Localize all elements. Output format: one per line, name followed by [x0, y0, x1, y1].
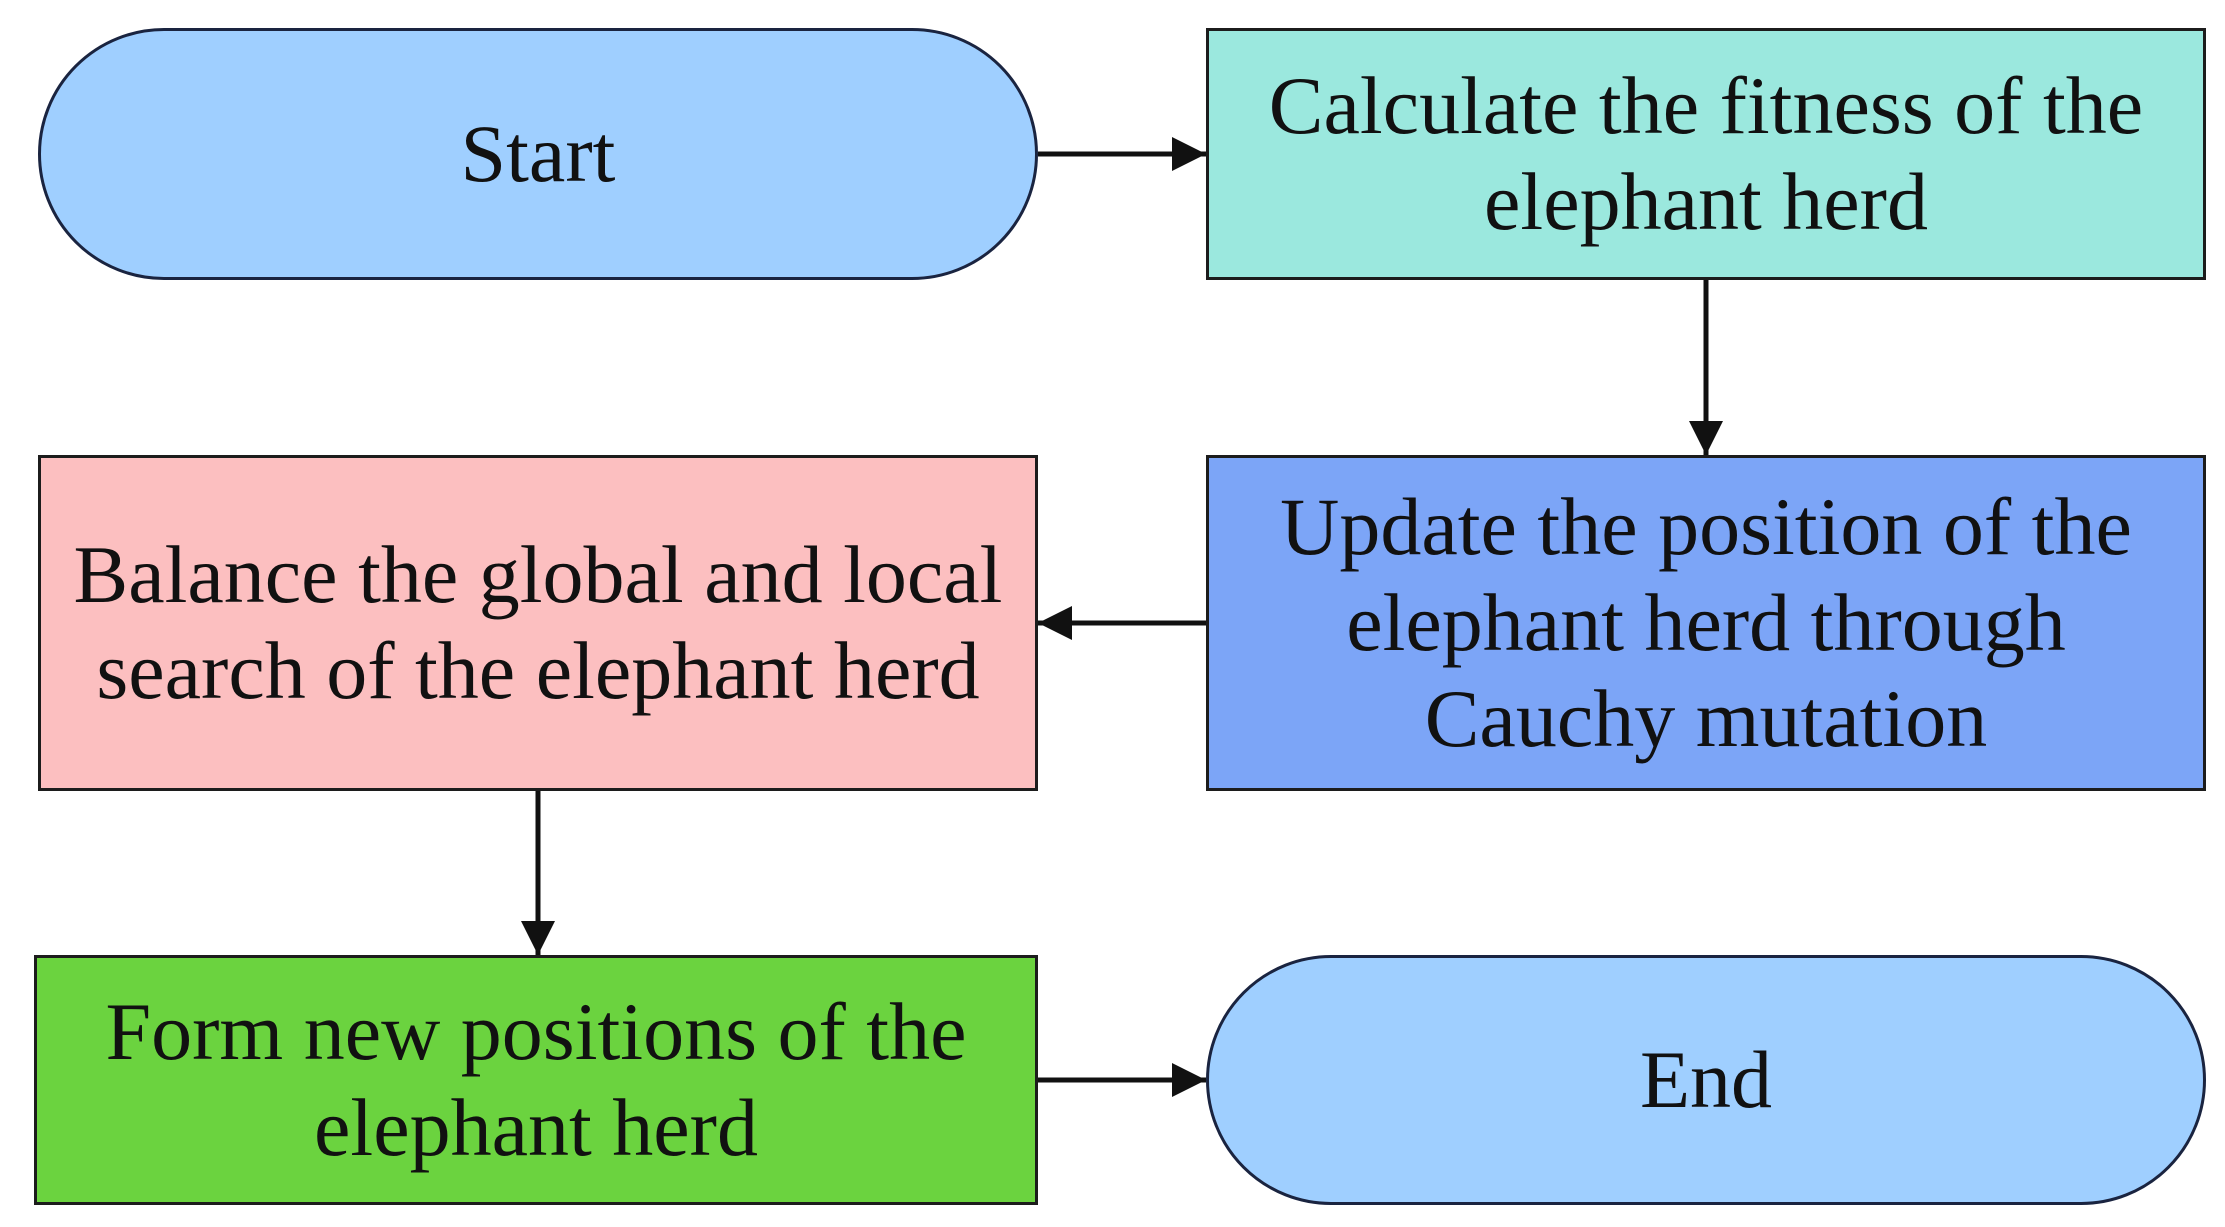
form-new-positions-node: Form new positions of the elephant herd — [34, 955, 1038, 1205]
form-new-positions-node-label: Form new positions of the elephant herd — [105, 986, 967, 1173]
end-node-label: End — [1639, 1034, 1773, 1125]
calculate-fitness-node: Calculate the fitness of the elephant he… — [1206, 28, 2206, 280]
update-position-node: Update the position of the elephant herd… — [1206, 455, 2206, 791]
start-node-label: Start — [460, 108, 616, 199]
balance-search-node: Balance the global and local search of t… — [38, 455, 1038, 791]
calculate-fitness-node-label: Calculate the fitness of the elephant he… — [1268, 60, 2144, 247]
balance-search-node-label: Balance the global and local search of t… — [73, 529, 1003, 716]
start-node: Start — [38, 28, 1038, 280]
end-node: End — [1206, 955, 2206, 1205]
update-position-node-label: Update the position of the elephant herd… — [1280, 481, 2132, 764]
